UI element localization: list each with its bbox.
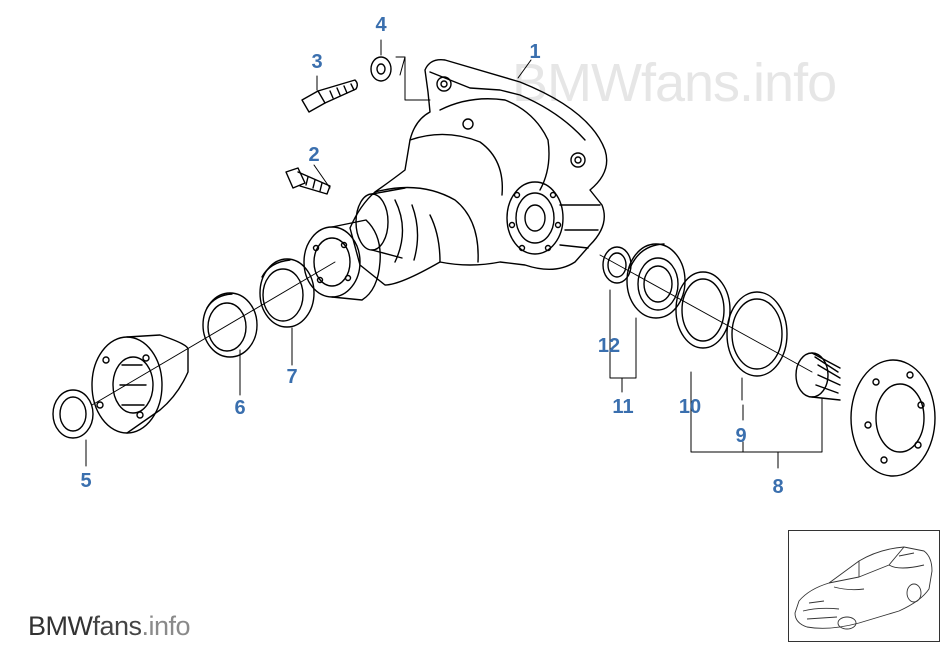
seal-10 — [675, 271, 731, 349]
left-output-flange — [91, 334, 189, 434]
right-output-shaft — [795, 352, 936, 477]
vehicle-thumbnail — [788, 530, 940, 642]
site-logo[interactable]: BMWfans.info — [28, 611, 191, 641]
callout-9[interactable]: 9 — [735, 425, 747, 447]
callout-7[interactable]: 7 — [286, 366, 298, 388]
differential-housing — [349, 59, 608, 286]
seal-9 — [726, 291, 788, 377]
callout-11[interactable]: 11 — [612, 396, 634, 418]
leader-lines — [85, 39, 823, 469]
callout-12[interactable]: 12 — [597, 335, 621, 357]
axis-lines — [91, 254, 813, 406]
car-sketch — [794, 546, 933, 630]
callout-4[interactable]: 4 — [375, 14, 387, 36]
callout-3[interactable]: 3 — [311, 51, 323, 73]
logo-part-fans: fans — [92, 611, 142, 641]
seal-ring-7 — [259, 258, 315, 328]
washer-4 — [370, 56, 392, 82]
callout-10[interactable]: 10 — [678, 396, 702, 418]
callout-1[interactable]: 1 — [529, 41, 541, 63]
callout-5[interactable]: 5 — [80, 470, 92, 492]
seal-ring-6 — [202, 292, 258, 358]
left-shaft-flange — [303, 219, 381, 301]
watermark: BMWfans.info — [512, 53, 837, 113]
logo-part-info: .info — [141, 611, 191, 641]
callout-2[interactable]: 2 — [308, 144, 320, 166]
bolt-2 — [285, 167, 331, 195]
callout-6[interactable]: 6 — [234, 397, 246, 419]
bolt-3 — [301, 79, 358, 113]
callout-8[interactable]: 8 — [772, 476, 784, 498]
ring-5 — [52, 389, 94, 439]
logo-part-bmw: BMW — [28, 611, 93, 641]
